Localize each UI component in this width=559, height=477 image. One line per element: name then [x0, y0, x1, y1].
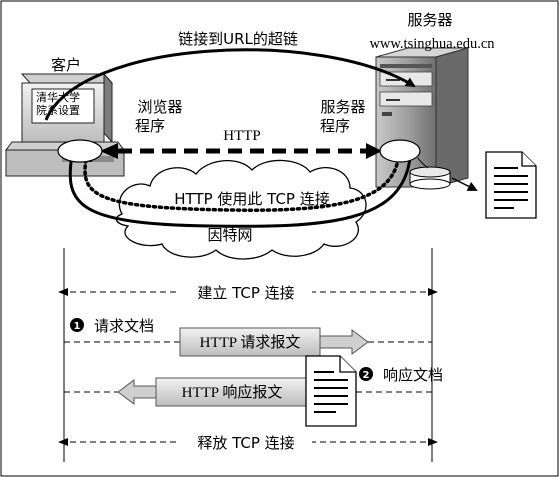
- server-to-disk-link: [417, 157, 429, 169]
- step2-badge: [359, 367, 373, 381]
- hyperlink-arrow: [44, 48, 416, 121]
- http-request-message-box: [179, 327, 321, 357]
- step1-badge: [70, 318, 84, 332]
- release-arrow-right: [428, 438, 438, 446]
- server-domain: www.tsinghua.edu.cn: [369, 36, 495, 52]
- tcp-connection-dotted: [83, 158, 400, 212]
- http-response-message-box: [155, 377, 309, 407]
- server-title: 服务器: [407, 11, 452, 29]
- browser-program-node: [57, 139, 103, 163]
- monitor-text-line2: 院系设置: [36, 103, 80, 117]
- response-arrow-head: [117, 379, 157, 405]
- release-tcp-label: 释放 TCP 连接: [197, 434, 294, 452]
- http-label: HTTP: [223, 128, 261, 144]
- establish-arrow-right: [428, 288, 438, 296]
- client-title: 客户: [51, 56, 81, 74]
- hyperlink-label: 链接到URL的超链: [178, 30, 298, 48]
- server-program-node: [379, 139, 421, 163]
- release-arrow-left: [58, 438, 68, 446]
- browser-label-line2: 程序: [135, 117, 165, 135]
- document-icon: [485, 151, 537, 219]
- http-request-message-label: HTTP 请求报文: [200, 334, 301, 351]
- tcp-connection-outer: [68, 154, 412, 228]
- browser-label-line1: 浏览器: [137, 98, 182, 116]
- http-response-message-label: HTTP 响应报文: [182, 383, 283, 401]
- http-arrow-left: [100, 143, 118, 159]
- server-tower-icon: [375, 47, 469, 188]
- response-document-icon: [305, 355, 357, 427]
- disk-icon: [409, 166, 451, 190]
- disk-to-document-arrow: [451, 177, 478, 191]
- request-arrow-head: [319, 329, 369, 355]
- establish-arrow-left: [58, 288, 68, 296]
- step1-label: 请求文档: [94, 317, 154, 335]
- cloud-label-line1: HTTP 使用此 TCP 连接: [174, 190, 330, 208]
- cloud-label-line2: 因特网: [207, 226, 252, 244]
- server-program-label-line1: 服务器: [320, 98, 365, 116]
- step1-number: 1: [74, 321, 81, 332]
- establish-tcp-label: 建立 TCP 连接: [197, 284, 294, 302]
- establish-label-bg: [180, 281, 312, 303]
- release-label-bg: [180, 431, 312, 453]
- client-computer-icon: [5, 72, 125, 177]
- server-program-label-line2: 程序: [320, 117, 350, 135]
- http-arrow-right: [366, 143, 382, 159]
- step2-label: 响应文档: [383, 366, 443, 384]
- step2-number: 2: [363, 370, 370, 381]
